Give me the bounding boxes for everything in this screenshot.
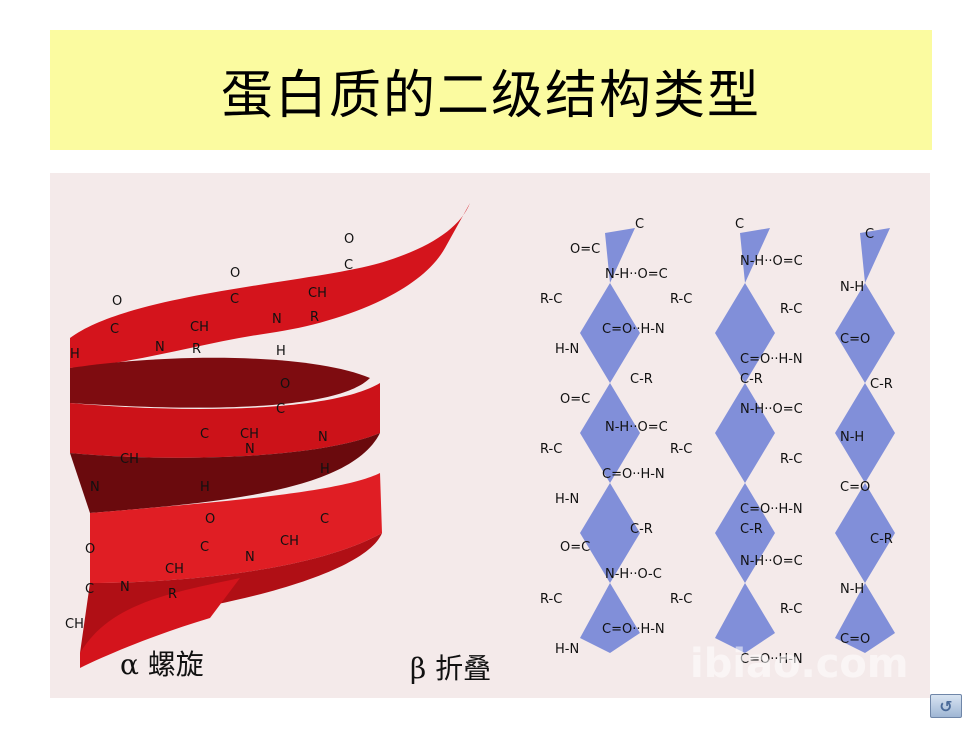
svg-text:C-R: C-R [630, 372, 653, 387]
svg-text:C: C [344, 258, 353, 273]
svg-text:CH: CH [120, 452, 139, 467]
svg-text:C: C [320, 512, 329, 527]
svg-text:O=C: O=C [560, 540, 590, 555]
svg-text:C-R: C-R [740, 372, 763, 387]
svg-text:H-N: H-N [555, 492, 579, 507]
svg-text:C: C [230, 292, 239, 307]
svg-text:C=O··H-N: C=O··H-N [602, 467, 665, 482]
alpha-helix-ribbon [70, 203, 470, 668]
svg-text:H-N: H-N [555, 342, 579, 357]
svg-text:C=O: C=O [840, 480, 870, 495]
svg-text:R-C: R-C [670, 592, 692, 607]
svg-text:C=O··H-N: C=O··H-N [740, 652, 803, 667]
svg-text:CH: CH [165, 562, 184, 577]
svg-text:O: O [280, 377, 290, 392]
svg-text:CH: CH [190, 320, 209, 335]
svg-text:N-H··O-C: N-H··O-C [605, 567, 662, 582]
svg-text:CH: CH [308, 286, 327, 301]
svg-text:H: H [320, 462, 330, 477]
svg-text:N-H··O=C: N-H··O=C [740, 402, 803, 417]
svg-text:N-H: N-H [840, 280, 864, 295]
svg-text:R-C: R-C [540, 592, 562, 607]
svg-text:O: O [344, 232, 354, 247]
svg-text:O: O [205, 512, 215, 527]
svg-text:CH: CH [280, 534, 299, 549]
svg-text:C: C [200, 427, 209, 442]
svg-text:N-H··O=C: N-H··O=C [605, 267, 668, 282]
svg-text:R-C: R-C [670, 442, 692, 457]
svg-text:H: H [276, 344, 286, 359]
svg-text:R: R [168, 587, 177, 602]
svg-text:N: N [245, 442, 255, 457]
return-arrow-icon: ↺ [939, 696, 953, 716]
svg-text:R-C: R-C [540, 292, 562, 307]
svg-text:R: R [310, 310, 319, 325]
return-icon[interactable]: ↺ [930, 694, 962, 718]
svg-text:N-H: N-H [840, 582, 864, 597]
svg-text:R-C: R-C [780, 452, 802, 467]
svg-text:C=O: C=O [840, 632, 870, 647]
svg-text:H-N: H-N [555, 642, 579, 657]
svg-text:H: H [200, 480, 210, 495]
title-banner: 蛋白质的二级结构类型 [50, 30, 932, 150]
svg-text:H: H [70, 347, 80, 362]
svg-text:C-R: C-R [740, 522, 763, 537]
svg-text:CH: CH [240, 427, 259, 442]
watermark-text: ibiao.com [690, 641, 909, 687]
svg-text:C: C [735, 217, 744, 232]
svg-text:N-H: N-H [840, 430, 864, 445]
svg-text:O: O [112, 294, 122, 309]
beta-sheet-caption: β 折叠 [410, 652, 492, 685]
alpha-helix-caption: α 螺旋 [120, 648, 204, 681]
svg-text:C=O··H-N: C=O··H-N [602, 322, 665, 337]
svg-text:R-C: R-C [540, 442, 562, 457]
svg-text:R-C: R-C [780, 602, 802, 617]
svg-text:O: O [230, 266, 240, 281]
svg-text:C: C [276, 402, 285, 417]
svg-text:C-R: C-R [870, 532, 893, 547]
svg-text:C-R: C-R [870, 377, 893, 392]
svg-text:C: C [865, 227, 874, 242]
svg-text:N: N [155, 340, 165, 355]
svg-text:C=O··H-N: C=O··H-N [740, 502, 803, 517]
slide-title: 蛋白质的二级结构类型 [220, 65, 761, 126]
svg-text:CH: CH [65, 617, 84, 632]
svg-text:N-H··O=C: N-H··O=C [740, 254, 803, 269]
svg-text:R-C: R-C [670, 292, 692, 307]
svg-text:C=O··H-N: C=O··H-N [602, 622, 665, 637]
beta-sheet-strands [580, 228, 895, 653]
svg-text:R-C: R-C [780, 302, 802, 317]
svg-text:N: N [272, 312, 282, 327]
beta-sheet-atoms: CO=C N-H··O=CR-C C=O··H-NH-N C-RO=C N-H·… [540, 217, 893, 667]
svg-text:C: C [200, 540, 209, 555]
svg-text:O=C: O=C [570, 242, 600, 257]
svg-text:C: C [110, 322, 119, 337]
svg-text:C=O··H-N: C=O··H-N [740, 352, 803, 367]
svg-text:N-H··O=C: N-H··O=C [740, 554, 803, 569]
svg-text:N: N [318, 430, 328, 445]
svg-text:O: O [85, 542, 95, 557]
svg-text:C: C [85, 582, 94, 597]
svg-text:C: C [635, 217, 644, 232]
svg-text:N-H··O=C: N-H··O=C [605, 420, 668, 435]
svg-text:O=C: O=C [560, 392, 590, 407]
svg-text:N: N [120, 580, 130, 595]
svg-text:C=O: C=O [840, 332, 870, 347]
svg-text:R: R [192, 342, 201, 357]
svg-text:N: N [90, 480, 100, 495]
svg-text:N: N [245, 550, 255, 565]
svg-text:C-R: C-R [630, 522, 653, 537]
